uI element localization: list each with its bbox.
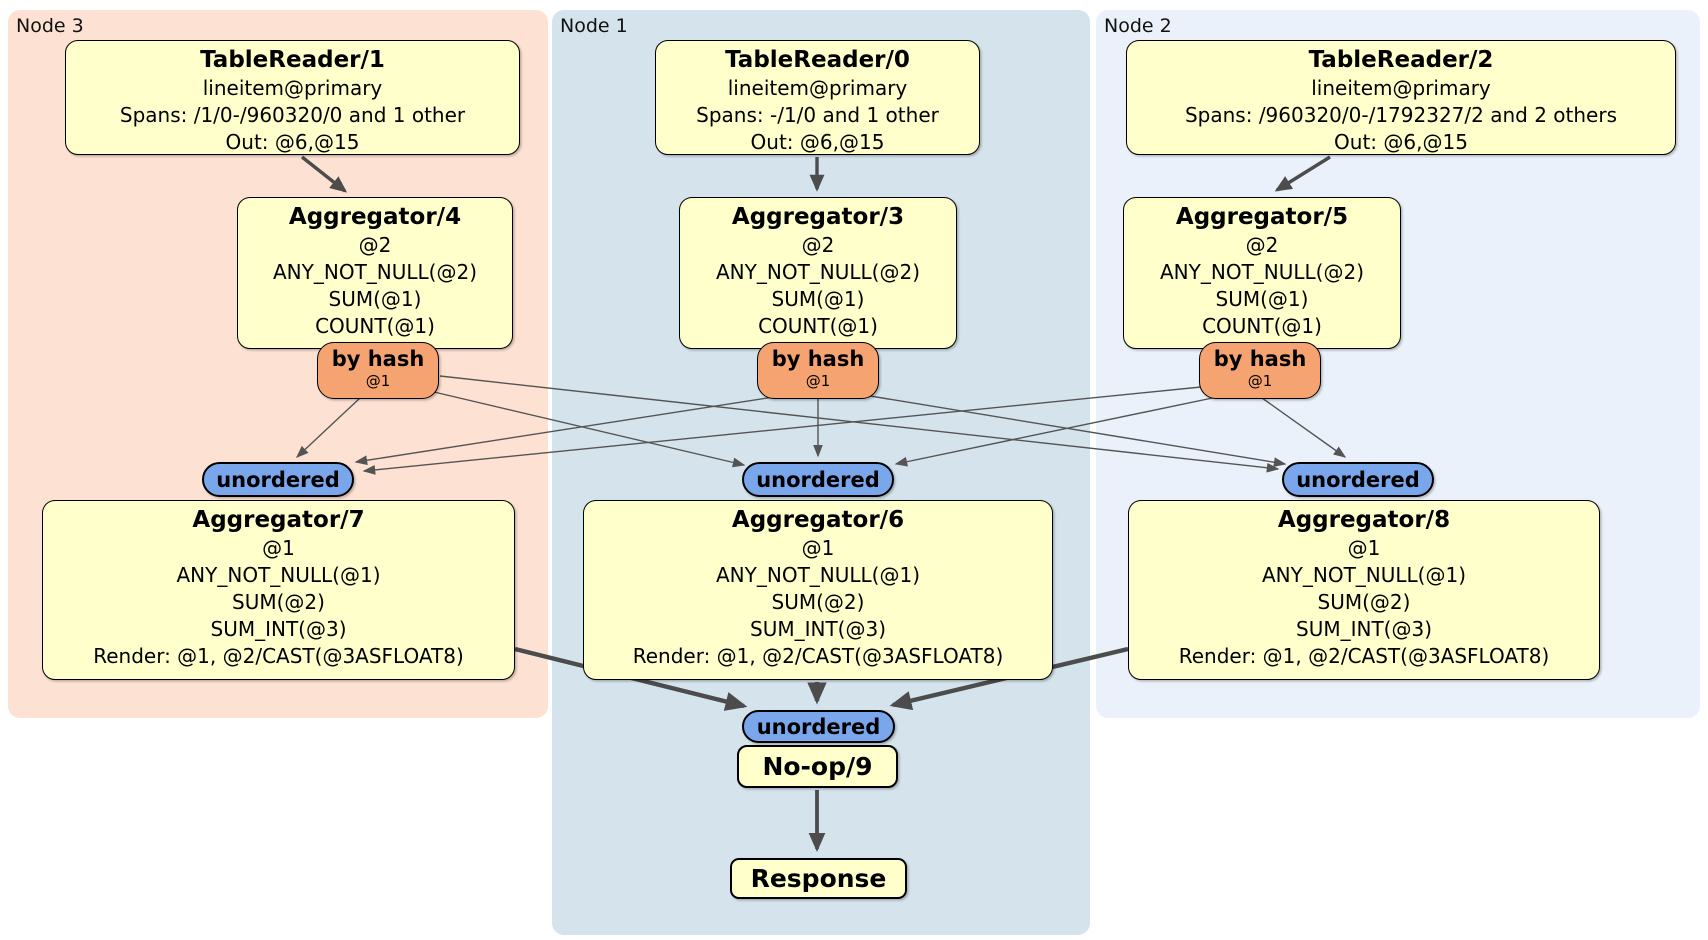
processor-aggregator-6: Aggregator/6 @1 ANY_NOT_NULL(@1) SUM(@2)… (583, 500, 1053, 680)
processor-detail: lineitem@primary (1311, 76, 1491, 100)
sync-unordered-node3: unordered (202, 462, 354, 497)
processor-detail: @1 (1347, 536, 1381, 560)
processor-detail: lineitem@primary (727, 76, 908, 100)
processor-title: Aggregator/3 (731, 204, 905, 230)
processor-tablereader-1: TableReader/1 lineitem@primary Spans: /1… (65, 40, 520, 155)
processor-detail: @2 (801, 233, 835, 257)
processor-title: TableReader/1 (200, 47, 385, 73)
processor-detail: SUM_INT(@3) (750, 617, 886, 641)
processor-aggregator-4: Aggregator/4 @2 ANY_NOT_NULL(@2) SUM(@1)… (237, 197, 513, 349)
processor-detail: Render: @1, @2/CAST(@3ASFLOAT8) (93, 644, 464, 668)
router-detail: @1 (805, 372, 831, 390)
processor-title: TableReader/0 (725, 47, 910, 73)
processor-title: Aggregator/4 (288, 204, 462, 230)
processor-detail: Render: @1, @2/CAST(@3ASFLOAT8) (632, 644, 1004, 668)
router-label: by hash (771, 347, 865, 371)
processor-detail: ANY_NOT_NULL(@1) (176, 563, 381, 587)
sync-unordered-node1: unordered (742, 462, 894, 497)
router-by-hash-node1: by hash @1 (757, 342, 879, 399)
processor-detail: Out: @6,@15 (750, 130, 885, 154)
processor-detail: @1 (801, 536, 835, 560)
processor-title: No-op/9 (762, 752, 873, 781)
processor-detail: @2 (1245, 233, 1279, 257)
processor-detail: SUM(@2) (1317, 590, 1411, 614)
processor-detail: SUM(@2) (232, 590, 325, 614)
processor-detail: SUM_INT(@3) (1296, 617, 1432, 641)
processor-detail: ANY_NOT_NULL(@1) (1262, 563, 1466, 587)
processor-aggregator-7: Aggregator/7 @1 ANY_NOT_NULL(@1) SUM(@2)… (42, 500, 515, 680)
processor-aggregator-5: Aggregator/5 @2 ANY_NOT_NULL(@2) SUM(@1)… (1123, 197, 1401, 349)
processor-detail: ANY_NOT_NULL(@2) (1160, 260, 1364, 284)
processor-aggregator-3: Aggregator/3 @2 ANY_NOT_NULL(@2) SUM(@1)… (679, 197, 957, 349)
router-by-hash-node3: by hash @1 (317, 342, 439, 399)
response-node: Response (730, 858, 907, 899)
processor-detail: COUNT(@1) (758, 314, 878, 338)
processor-detail: Render: @1, @2/CAST(@3ASFLOAT8) (1178, 644, 1550, 668)
region-node-1-label: Node 1 (560, 15, 628, 37)
processor-tablereader-0: TableReader/0 lineitem@primary Spans: -/… (655, 40, 980, 155)
router-label: by hash (331, 347, 425, 371)
processor-detail: Spans: /1/0-/960320/0 and 1 other (119, 103, 466, 127)
router-detail: @1 (1247, 372, 1273, 390)
processor-detail: SUM(@1) (1215, 287, 1309, 311)
processor-detail: ANY_NOT_NULL(@1) (716, 563, 920, 587)
processor-detail: Out: @6,@15 (225, 130, 360, 154)
processor-detail: COUNT(@1) (315, 314, 435, 338)
processor-detail: SUM(@1) (328, 287, 422, 311)
processor-title: Aggregator/5 (1175, 204, 1349, 230)
processor-detail: Out: @6,@15 (1334, 130, 1468, 154)
processor-detail: lineitem@primary (202, 76, 383, 100)
processor-detail: @1 (262, 536, 295, 560)
processor-title: Aggregator/8 (1277, 507, 1451, 533)
processor-detail: COUNT(@1) (1202, 314, 1322, 338)
processor-detail: Spans: /960320/0-/1792327/2 and 2 others (1184, 103, 1617, 127)
processor-detail: ANY_NOT_NULL(@2) (273, 260, 477, 284)
processor-detail: SUM(@1) (771, 287, 865, 311)
processor-title: Aggregator/6 (731, 507, 905, 533)
router-by-hash-node2: by hash @1 (1199, 342, 1321, 399)
processor-aggregator-8: Aggregator/8 @1 ANY_NOT_NULL(@1) SUM(@2)… (1128, 500, 1600, 680)
processor-detail: ANY_NOT_NULL(@2) (716, 260, 920, 284)
processor-tablereader-2: TableReader/2 lineitem@primary Spans: /9… (1126, 40, 1676, 155)
processor-title: Aggregator/7 (192, 507, 365, 533)
router-detail: @1 (365, 372, 391, 390)
sync-unordered-final: unordered (742, 710, 895, 743)
processor-noop-9: No-op/9 (737, 745, 898, 788)
router-label: by hash (1213, 347, 1307, 371)
region-node-2-label: Node 2 (1104, 15, 1172, 37)
processor-detail: @2 (358, 233, 392, 257)
sync-unordered-node2: unordered (1282, 462, 1434, 497)
region-node-3-label: Node 3 (16, 15, 84, 37)
processor-title: Response (750, 864, 887, 893)
processor-detail: SUM(@2) (771, 590, 865, 614)
processor-detail: SUM_INT(@3) (210, 617, 347, 641)
processor-detail: Spans: -/1/0 and 1 other (696, 103, 939, 127)
processor-title: TableReader/2 (1308, 47, 1494, 73)
